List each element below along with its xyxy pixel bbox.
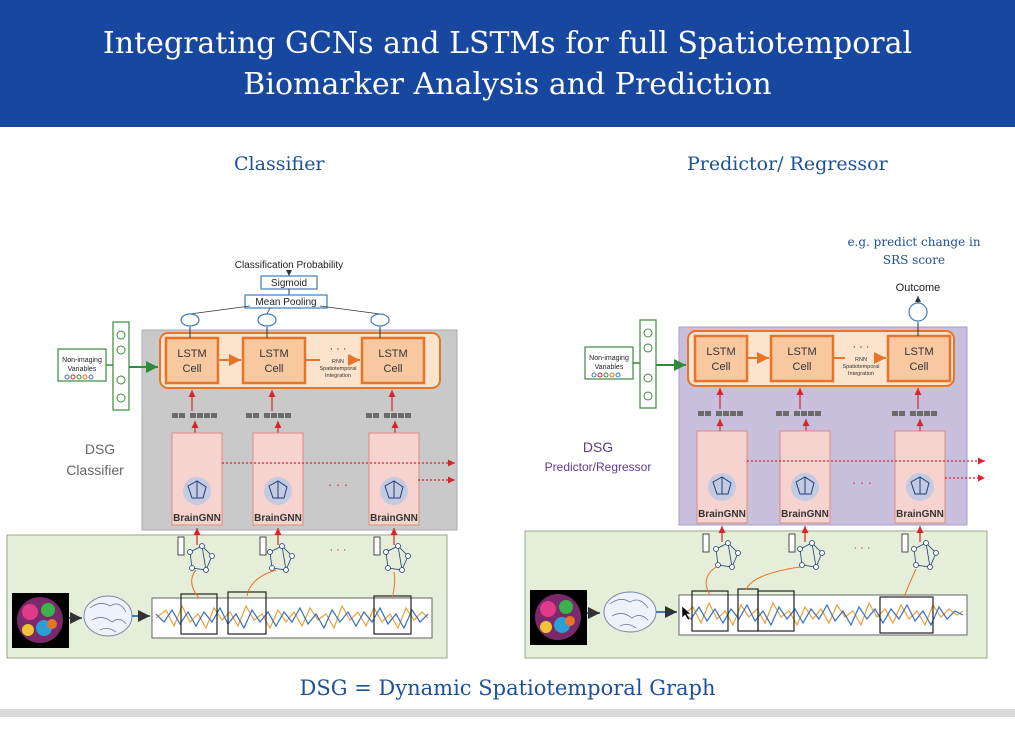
outcome-label: Outcome <box>896 282 941 294</box>
signal-trace <box>682 601 964 627</box>
lstm-cell-n <box>886 334 952 383</box>
non-imaging-label: Non-imaging <box>589 355 629 362</box>
lstm-cell-label: LSTM <box>259 348 288 360</box>
classification-probability-label: Classification Probability <box>235 260 343 271</box>
lstm-cell-label: Cell <box>712 361 731 373</box>
rnn-ellipsis: · · · <box>852 341 869 353</box>
temporal-graph-icons <box>713 540 939 570</box>
predictor-heading: Predictor/ Regressor <box>687 153 888 175</box>
lstm-cell-2 <box>769 334 835 383</box>
slide-bottom-bar <box>0 709 1015 717</box>
rnn-label: Spatiotemporal <box>843 364 880 370</box>
lstm-cell-label: Cell <box>183 363 202 375</box>
title-banner: Integrating GCNs and LSTMs for full Spat… <box>0 0 1015 127</box>
rnn-label: Spatiotemporal <box>320 366 357 372</box>
dsg-sublabel: Predictor/Regressor <box>545 460 652 474</box>
lstm-cell-label: Cell <box>910 361 929 373</box>
lstm-cell-label: Cell <box>265 363 284 375</box>
classifier-diagram: Classification Probability Sigmoid Mean … <box>6 260 458 659</box>
dsg-sublabel: Classifier <box>66 462 124 478</box>
rnn-label: Integration <box>325 373 351 379</box>
rnn-label: RNN <box>855 357 867 363</box>
braingnn-label: BrainGNN <box>781 509 829 520</box>
lstm-cell-1 <box>164 336 220 385</box>
braingnn-label: BrainGNN <box>896 509 944 520</box>
hidden-state-node <box>370 313 390 327</box>
braingnn-block-2 <box>779 430 831 524</box>
lstm-cell-2 <box>241 336 307 385</box>
dsg-label: DSG <box>583 439 613 455</box>
embedding-column <box>112 321 130 411</box>
lstm-cell-label: LSTM <box>177 348 206 360</box>
rnn-label: Integration <box>848 371 874 377</box>
graph-icon <box>708 473 934 501</box>
signal-trace <box>682 603 964 627</box>
classifier-heading: Classifier <box>234 153 325 175</box>
hidden-state-node <box>180 313 200 327</box>
dsg-label: DSG <box>85 441 115 457</box>
braingnn-label: BrainGNN <box>698 509 746 520</box>
predictor-diagram: e.g. predict change in SRS score Outcome… <box>524 235 988 659</box>
outcome-node <box>908 302 928 322</box>
mean-pooling-box <box>244 294 328 309</box>
non-imaging-label: Non-imaging <box>62 357 102 364</box>
braingnn-label: BrainGNN <box>254 513 302 524</box>
signal-trace <box>155 604 429 630</box>
lstm-cell-label: LSTM <box>904 346 933 358</box>
lstm-cell-label: LSTM <box>706 346 735 358</box>
temporal-graph-icons <box>187 543 411 573</box>
graph-ellipsis: · · · <box>329 544 346 556</box>
rnn-ellipsis: · · · <box>329 343 346 355</box>
gnn-ellipsis: · · · <box>328 477 348 492</box>
subsequence-window <box>227 591 267 635</box>
lstm-cell-label: Cell <box>384 363 403 375</box>
non-imaging-label: Variables <box>68 366 97 373</box>
braingnn-label: BrainGNN <box>370 513 418 524</box>
mean-pooling-label: Mean Pooling <box>255 297 316 308</box>
brain-graph-icon <box>83 595 133 637</box>
dsg-definition: DSG = Dynamic Spatiotemporal Graph <box>299 676 716 700</box>
mouse-cursor-icon <box>681 605 692 621</box>
sigmoid-label: Sigmoid <box>271 278 307 289</box>
lstm-cell-label: LSTM <box>378 348 407 360</box>
hidden-state-node <box>257 313 277 327</box>
brain-graph-icon <box>603 591 657 633</box>
graph-icon <box>183 477 408 505</box>
gnn-ellipsis: · · · <box>852 475 872 490</box>
braingnn-label: BrainGNN <box>173 513 221 524</box>
slide-title-line-2: Biomarker Analysis and Prediction <box>243 66 772 102</box>
embedding-column <box>639 319 657 409</box>
lstm-cell-1 <box>693 334 749 383</box>
subsequence-window <box>691 590 729 632</box>
timeseries-box <box>678 594 968 636</box>
lstm-cell-label: LSTM <box>787 346 816 358</box>
subsequence-window <box>879 596 934 634</box>
signal-trace <box>155 606 429 630</box>
prediction-note-line-2: SRS score <box>883 253 945 267</box>
graph-ellipsis: · · · <box>853 542 870 554</box>
slide-title-line-1: Integrating GCNs and LSTMs for full Spat… <box>102 25 913 61</box>
subsequence-window <box>180 593 218 635</box>
rnn-label: RNN <box>332 359 344 365</box>
subsequence-window <box>757 590 795 632</box>
lstm-cell-label: Cell <box>793 361 812 373</box>
lstm-cell-n <box>360 336 426 385</box>
prediction-note-line-1: e.g. predict change in <box>847 235 980 249</box>
non-imaging-label: Variables <box>595 364 624 371</box>
